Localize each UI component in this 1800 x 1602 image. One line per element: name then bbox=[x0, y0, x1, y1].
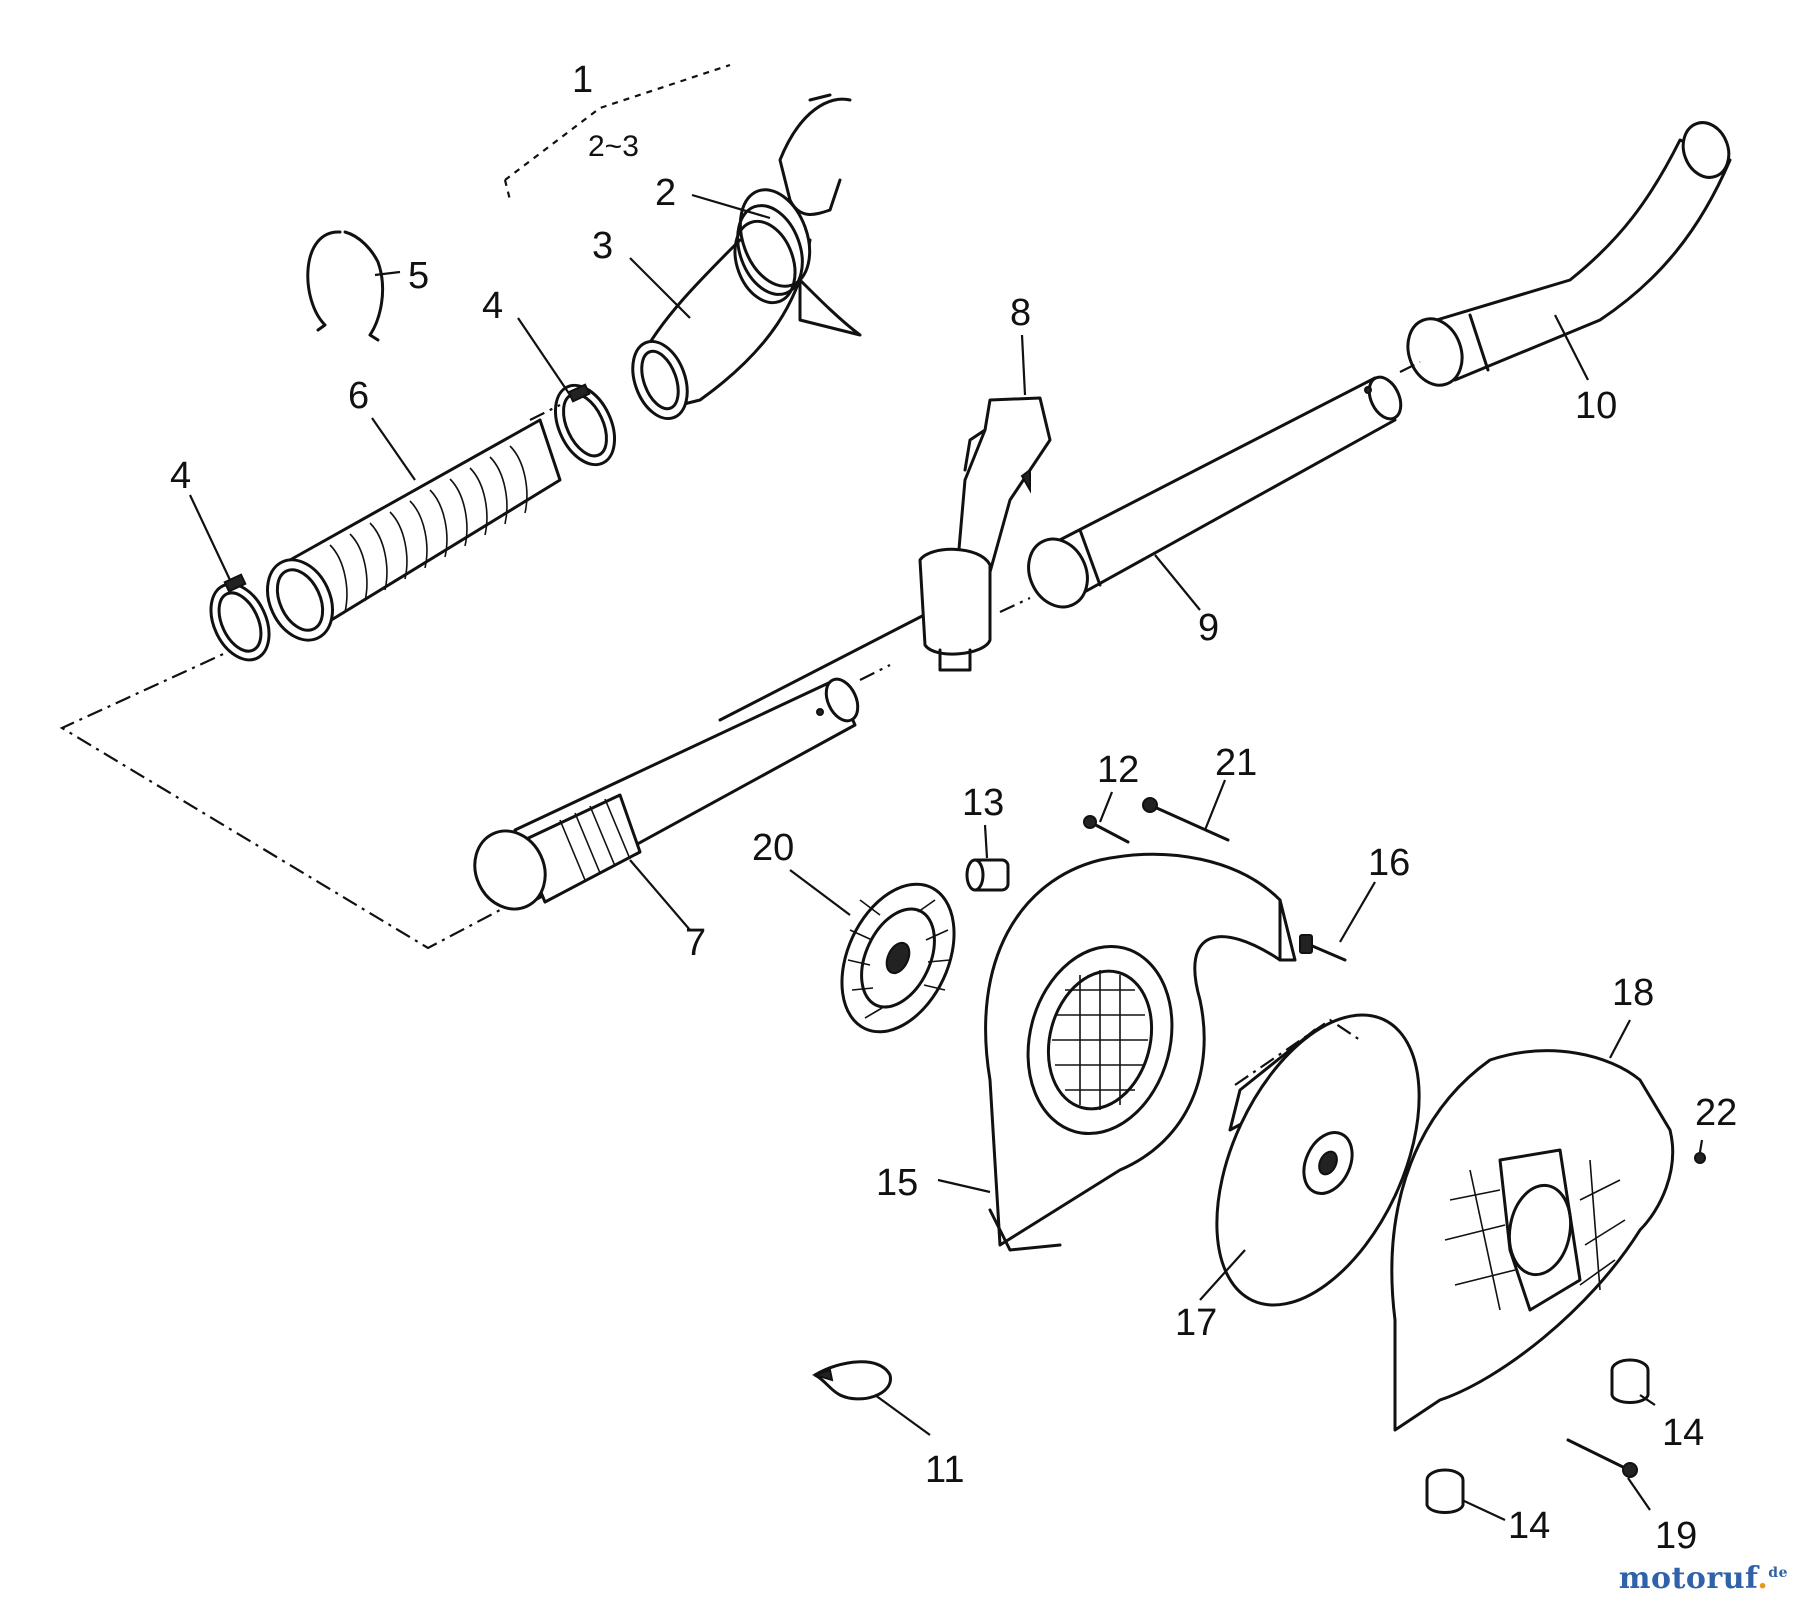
part-4-clamp-lower bbox=[209, 573, 271, 662]
callout-14-lower: 14 bbox=[1508, 1505, 1550, 1547]
part-14-foot-lower bbox=[1425, 1468, 1465, 1514]
assembly-bracket-1 bbox=[503, 63, 731, 201]
assembly-line-left bbox=[59, 644, 501, 950]
part-12-screw bbox=[1083, 815, 1130, 844]
callout-1: 1 bbox=[572, 59, 593, 101]
callout-2: 2 bbox=[655, 172, 676, 214]
part-8-handle bbox=[918, 396, 1052, 672]
part-5-clip bbox=[306, 230, 385, 342]
part-10-nozzle bbox=[1406, 121, 1732, 387]
watermark-text: motoruf bbox=[1618, 1561, 1758, 1596]
watermark-tld: de bbox=[1768, 1565, 1788, 1581]
part-7-pipe bbox=[473, 610, 932, 911]
part-18-rear-housing bbox=[1390, 1049, 1675, 1432]
part-20-screen bbox=[840, 882, 956, 1034]
callout-7: 7 bbox=[685, 922, 706, 964]
part-17-fan-disc bbox=[1215, 1013, 1421, 1307]
callout-9: 9 bbox=[1198, 607, 1219, 649]
callout-12: 12 bbox=[1097, 749, 1139, 791]
callout-8: 8 bbox=[1010, 292, 1031, 334]
watermark-logo: motoruf.de bbox=[1619, 1561, 1788, 1596]
callout-22: 22 bbox=[1695, 1092, 1737, 1134]
part-19-bolt bbox=[1566, 1438, 1638, 1478]
callout-11: 11 bbox=[925, 1449, 964, 1491]
part-3-elbow bbox=[631, 238, 812, 421]
callout-16: 16 bbox=[1368, 842, 1410, 884]
callout-20: 20 bbox=[752, 827, 794, 869]
callout-19: 19 bbox=[1655, 1515, 1697, 1557]
part-9-pipe bbox=[1027, 375, 1403, 609]
watermark-dot: . bbox=[1757, 1561, 1769, 1596]
callout-labels: 1 2~3 2 3 4 5 6 4 7 8 9 10 11 12 13 14 1… bbox=[170, 59, 1737, 1557]
part-4-clamp-upper bbox=[553, 383, 617, 467]
part-22-nut bbox=[1694, 1152, 1706, 1164]
callout-4-upper: 4 bbox=[482, 285, 503, 327]
part-16-fitting bbox=[1299, 934, 1347, 962]
callout-3: 3 bbox=[592, 225, 613, 267]
callout-18: 18 bbox=[1612, 972, 1654, 1014]
callout-13: 13 bbox=[962, 782, 1004, 824]
leader-lines bbox=[189, 193, 1704, 1521]
callout-21: 21 bbox=[1215, 742, 1257, 784]
callout-14-upper: 14 bbox=[1662, 1412, 1704, 1454]
callout-15: 15 bbox=[876, 1162, 918, 1204]
callout-1-subrange: 2~3 bbox=[588, 130, 639, 163]
part-21-bolt bbox=[1142, 797, 1230, 842]
callout-10: 10 bbox=[1575, 385, 1617, 427]
engine-housing-fragment bbox=[778, 93, 862, 337]
part-11-strap bbox=[811, 1360, 892, 1401]
callout-4-lower: 4 bbox=[170, 455, 191, 497]
centre-lines bbox=[529, 361, 1421, 681]
part-6-corrugated-hose bbox=[266, 418, 562, 642]
part-14-foot-upper bbox=[1610, 1358, 1650, 1404]
part-15-fan-housing bbox=[984, 852, 1297, 1252]
callout-17: 17 bbox=[1175, 1302, 1217, 1344]
part-13-spacer bbox=[965, 858, 1010, 892]
callout-5: 5 bbox=[408, 255, 429, 297]
callout-6: 6 bbox=[348, 375, 369, 417]
